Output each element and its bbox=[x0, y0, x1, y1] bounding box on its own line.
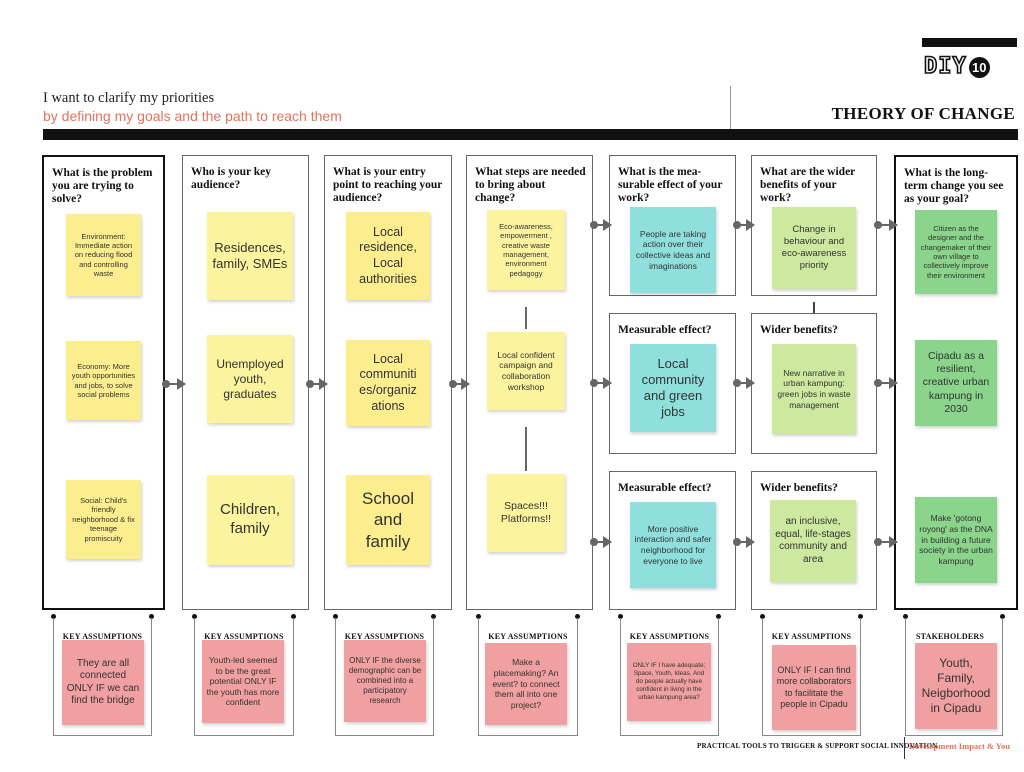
flow-arrow bbox=[733, 377, 755, 389]
sticky-note: Cipadu as a resilient, creative urban ka… bbox=[915, 340, 997, 426]
assumption-note: ONLY IF the diverse demographic can be c… bbox=[344, 640, 426, 722]
box-dot bbox=[51, 614, 56, 619]
sticky-note: Local residence, Local authorities bbox=[346, 212, 430, 300]
assumptions-box: KEY ASSUMPTIONS bbox=[620, 618, 719, 736]
box-dot bbox=[903, 614, 908, 619]
assumptions-label: KEY ASSUMPTIONS bbox=[488, 632, 568, 641]
flow-arrow bbox=[449, 378, 470, 390]
assumptions-box: KEY ASSUMPTIONS bbox=[478, 618, 578, 736]
assumption-note: ONLY IF I can find more collaborators to… bbox=[772, 645, 856, 730]
column-heading: Who is your key audience? bbox=[191, 166, 271, 191]
sticky-note: Social: Child's friendly neighborhood & … bbox=[66, 480, 141, 559]
logo-number: 10 bbox=[968, 56, 990, 78]
assumption-note: They are all connected ONLY IF we can fi… bbox=[62, 640, 144, 725]
top-rule bbox=[43, 129, 1018, 140]
cell-heading: Measurable effect? bbox=[618, 482, 712, 494]
sticky-note: Children, family bbox=[207, 475, 293, 565]
sticky-note: Unemployed youth, graduates bbox=[207, 335, 293, 423]
sticky-note: Citizen as the designer and the changema… bbox=[915, 210, 997, 294]
flow-arrow bbox=[874, 377, 898, 389]
sticky-note: Eco-awareness, empowerment , creative wa… bbox=[487, 210, 565, 290]
box-dot bbox=[476, 614, 481, 619]
assumptions-box: KEY ASSUMPTIONS bbox=[762, 618, 861, 736]
assumption-note: ONLY IF I have adequate; Space, Youth, I… bbox=[627, 643, 711, 721]
cell-heading: Measurable effect? bbox=[618, 324, 712, 336]
assumptions-label: KEY ASSUMPTIONS bbox=[771, 632, 852, 641]
sticky-note: School and family bbox=[346, 475, 430, 565]
column-heading: What is the problem you are trying to so… bbox=[52, 167, 153, 205]
flow-arrow bbox=[874, 219, 898, 231]
cell-heading: What are the wider benefits of your work… bbox=[760, 166, 856, 204]
assumptions-label: KEY ASSUMPTIONS bbox=[62, 632, 143, 641]
box-dot bbox=[149, 614, 154, 619]
sticky-note: Local community and green jobs bbox=[630, 344, 716, 432]
logo-number-text: 10 bbox=[972, 59, 987, 75]
box-dot bbox=[333, 614, 338, 619]
box-dot bbox=[192, 614, 197, 619]
intro-line-2: by defining my goals and the path to rea… bbox=[43, 108, 342, 124]
flow-arrow bbox=[306, 378, 328, 390]
flow-arrow bbox=[874, 536, 898, 548]
flow-arrow bbox=[590, 377, 612, 389]
step-connector bbox=[525, 307, 527, 329]
box-dot bbox=[291, 614, 296, 619]
assumptions-label: KEY ASSUMPTIONS bbox=[204, 632, 284, 641]
sticky-note: an inclusive, equal, life-stages communi… bbox=[770, 500, 856, 582]
stakeholders-note: Youth, Family, Neigborhood in Cipadu bbox=[915, 643, 997, 729]
header-divider bbox=[730, 86, 731, 130]
page-title: THEORY OF CHANGE bbox=[831, 104, 1015, 123]
cell-heading: What is the mea-surable effect of your w… bbox=[618, 166, 723, 204]
sticky-note: Economy: More youth opportunities and jo… bbox=[66, 341, 141, 420]
logo-bar bbox=[922, 38, 1017, 47]
box-dot bbox=[431, 614, 436, 619]
flow-arrow bbox=[590, 219, 612, 231]
sticky-note: Make 'gotong royong' as the DNA in build… bbox=[915, 497, 997, 583]
column-heading: What is your entry point to reaching you… bbox=[333, 166, 443, 204]
sticky-note: Environment: Immediate action on reducin… bbox=[66, 214, 141, 296]
flow-arrow bbox=[733, 219, 755, 231]
footer-tagline: PRACTICAL TOOLS TO TRIGGER & SUPPORT SOC… bbox=[697, 742, 938, 750]
box-dot bbox=[760, 614, 765, 619]
sticky-note: Change in behaviour and eco-awareness pr… bbox=[772, 207, 856, 289]
assumptions-label: KEY ASSUMPTIONS bbox=[629, 632, 710, 641]
column-heading: What steps are needed to bring about cha… bbox=[475, 166, 586, 204]
assumptions-label: KEY ASSUMPTIONS bbox=[344, 632, 425, 641]
sticky-note: Local communiti es/organiz ations bbox=[346, 340, 430, 426]
sticky-note: Spaces!!! Platforms!! bbox=[487, 474, 565, 552]
cell-heading: Wider benefits? bbox=[760, 324, 838, 336]
assumption-note: Make a placemaking? An event? to connect… bbox=[485, 643, 567, 725]
sticky-note: More positive interaction and safer neig… bbox=[630, 502, 716, 588]
assumptions-box: KEY ASSUMPTIONS bbox=[194, 618, 294, 736]
box-dot bbox=[575, 614, 580, 619]
sticky-note: New narrative in urban kampung: green jo… bbox=[772, 344, 856, 434]
footer-brand: Development Impact & You bbox=[909, 741, 1010, 751]
sticky-note: Local confident campaign and collaborati… bbox=[487, 332, 565, 410]
box-dot bbox=[618, 614, 623, 619]
box-dot bbox=[858, 614, 863, 619]
column-heading: What is the long-term change you see as … bbox=[904, 167, 1004, 205]
sticky-note: Residences, family, SMEs bbox=[207, 212, 293, 300]
box-dot bbox=[716, 614, 721, 619]
footer-divider bbox=[904, 737, 905, 759]
intro-line-1: I want to clarify my priorities bbox=[43, 90, 215, 106]
stakeholders-box: STAKEHOLDERS bbox=[905, 618, 1003, 736]
assumption-note: Youth-led seemed to be the great potenti… bbox=[202, 640, 284, 723]
sticky-note: People are taking action over their coll… bbox=[630, 207, 716, 293]
flow-arrow bbox=[590, 536, 612, 548]
step-connector bbox=[525, 427, 527, 471]
stakeholders-label: STAKEHOLDERS bbox=[916, 632, 985, 641]
flow-arrow bbox=[162, 378, 186, 390]
flow-arrow bbox=[733, 536, 755, 548]
diy-logo: DIY 10 bbox=[923, 54, 990, 80]
assumptions-box: KEY ASSUMPTIONS bbox=[335, 618, 434, 736]
box-dot bbox=[1000, 614, 1005, 619]
logo-text: DIY bbox=[923, 54, 967, 80]
cell-heading: Wider benefits? bbox=[760, 482, 838, 494]
assumptions-box: KEY ASSUMPTIONS bbox=[53, 618, 152, 736]
